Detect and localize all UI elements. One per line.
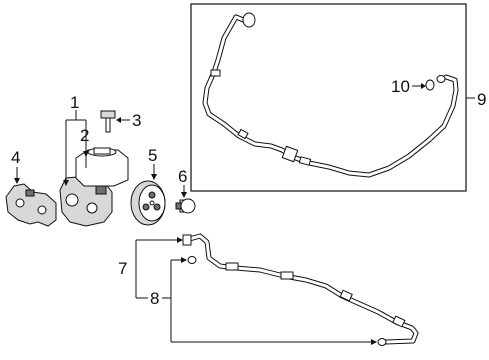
hose-clamp [237, 128, 249, 140]
reservoir-2 [75, 147, 129, 187]
inset-frame [190, 3, 467, 192]
callout-8: 8 [150, 289, 159, 308]
arrow-6 [181, 192, 187, 198]
fastener-6 [175, 198, 196, 214]
hose-sleeve-rear [339, 289, 353, 302]
hose-cap [242, 12, 256, 28]
pulley-5 [130, 180, 166, 226]
seal-10 [425, 75, 446, 91]
return-hose-assembly [202, 12, 459, 178]
hose-sleeve-mid [280, 271, 294, 280]
arrow-10 [421, 83, 426, 89]
hose-sleeve [298, 156, 312, 166]
bracket-4 [5, 183, 57, 227]
callout-2: 2 [80, 126, 89, 145]
arrow-4 [14, 178, 20, 184]
hose-fitting [182, 234, 192, 246]
callout-5: 5 [148, 146, 157, 165]
arrow-2 [83, 151, 89, 157]
callout-6: 6 [178, 167, 187, 186]
hose-bracket [210, 69, 221, 77]
bolt-3 [100, 110, 116, 133]
callout-3: 3 [132, 111, 141, 130]
arrow-7 [177, 237, 183, 243]
callout-9: 9 [477, 90, 486, 109]
callout-10: 10 [391, 77, 410, 96]
callout-4: 4 [11, 148, 20, 167]
arrow-8-lower [371, 339, 377, 345]
hose-end-fitting [392, 315, 406, 328]
arrow-8-upper [181, 257, 187, 263]
callout-7: 7 [118, 259, 127, 278]
pressure-hose-assembly [182, 233, 419, 345]
arrow-5 [151, 174, 157, 180]
arrow-1 [63, 180, 69, 186]
arrow-3 [116, 117, 121, 123]
o-ring-8-upper [187, 256, 197, 264]
o-ring-8-lower [377, 338, 387, 346]
hose-clip [281, 145, 299, 163]
callout-1: 1 [70, 93, 79, 112]
hose-sleeve-lower [225, 262, 239, 271]
